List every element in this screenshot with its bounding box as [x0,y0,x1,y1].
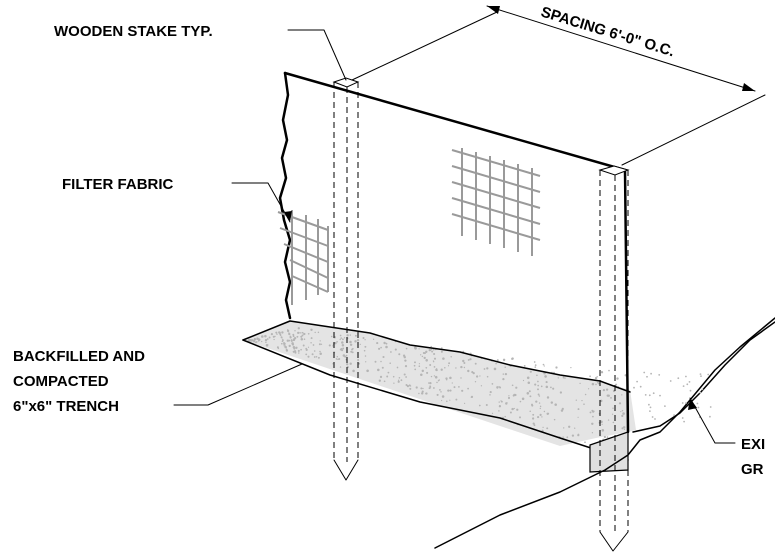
spacing-dimension [351,5,766,166]
wooden-stake-left [332,77,360,481]
label-spacing: SPACING 6'-0" O.C. [539,4,677,61]
label-filter-fabric: FILTER FABRIC [62,176,174,193]
label-backfill-line3: 6"x6" TRENCH [13,398,119,415]
filter-fabric-panel [277,71,630,434]
existing-ground [434,317,775,549]
label-ground-line2: GR [741,461,764,478]
label-backfill-line1: BACKFILLED AND [13,348,145,365]
ground-stipple [633,371,712,423]
label-ground-line1: EXI [741,436,765,453]
wooden-stake-right [598,165,630,552]
label-backfill-line2: COMPACTED [13,373,109,390]
leader-lines [173,29,736,444]
label-wooden-stake: WOODEN STAKE TYP. [54,23,213,40]
fabric-mesh-right [451,148,541,256]
gravel-texture [247,327,629,455]
backfilled-trench [242,320,636,473]
